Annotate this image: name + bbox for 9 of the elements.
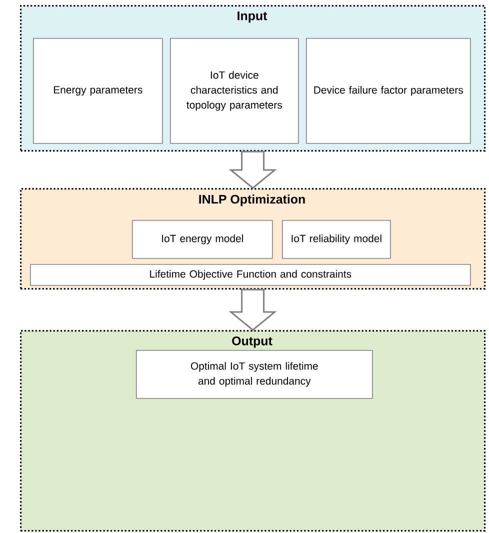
- process-box: IoT device characteristics and topology parameters: [170, 38, 299, 144]
- process-box: Lifetime Objective Function and constraints: [30, 264, 471, 286]
- block-arrow: [228, 150, 277, 189]
- block-arrow: [228, 288, 277, 331]
- process-box: IoT reliability model: [282, 220, 391, 259]
- process-box: Optimal IoT system lifetime and optimal redundancy: [136, 350, 373, 399]
- process-box: Energy parameters: [33, 38, 163, 144]
- process-box: IoT energy model: [132, 220, 273, 259]
- process-box: Device failure factor parameters: [306, 38, 471, 144]
